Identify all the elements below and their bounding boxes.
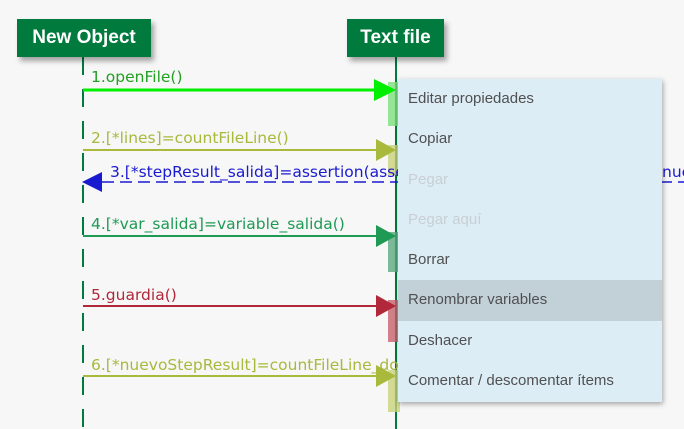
activation-bar-1 [388, 82, 400, 126]
menu-item-pegar[interactable]: Pegar [408, 170, 449, 188]
menu-item-pegar-aqui[interactable]: Pegar aquí [408, 210, 482, 228]
menu-item-borrar[interactable]: Borrar [408, 251, 450, 269]
message-label-1[interactable]: 1.openFile() [91, 68, 183, 86]
message-arrowhead-5 [376, 295, 396, 317]
message-label-3[interactable]: 3.[*stepResult_salida]=assertion(asserti… [110, 163, 447, 182]
message-arrowhead-1 [374, 79, 396, 101]
menu-item-deshacer[interactable]: Deshacer [408, 331, 473, 349]
message-arrowhead-6 [376, 365, 396, 387]
menu-item-renombrar-variables[interactable]: Renombrar variables [398, 280, 662, 321]
menu-item-editar-propiedades[interactable]: Editar propiedades [408, 90, 534, 107]
activation-bar-5 [388, 300, 400, 342]
lifeline-header-new-object[interactable]: New Object [17, 19, 151, 57]
context-menu: Editar propiedades Copiar Pegar Pegar aq… [398, 79, 662, 402]
activation-bar-6 [388, 370, 400, 412]
message-arrowhead-3 [82, 172, 102, 192]
message-label-6[interactable]: 6.[*nuevoStepResult]=countFileLine_doc [91, 356, 407, 375]
message-arrowhead-4 [376, 225, 396, 247]
activation-bar-4 [388, 232, 400, 272]
message-label-3-right-fragment: nuevo [662, 163, 684, 181]
menu-item-copiar[interactable]: Copiar [408, 130, 453, 148]
lifeline-header-text-file[interactable]: Text file [347, 19, 444, 57]
message-arrowhead-2 [376, 139, 396, 161]
message-label-5[interactable]: 5.guardia() [91, 286, 177, 304]
message-label-2[interactable]: 2.[*lines]=countFileLine() [91, 129, 289, 147]
menu-item-comentar-descomentar[interactable]: Comentar / descomentar ítems [408, 372, 614, 390]
message-label-4[interactable]: 4.[*var_salida]=variable_salida() [91, 215, 345, 234]
